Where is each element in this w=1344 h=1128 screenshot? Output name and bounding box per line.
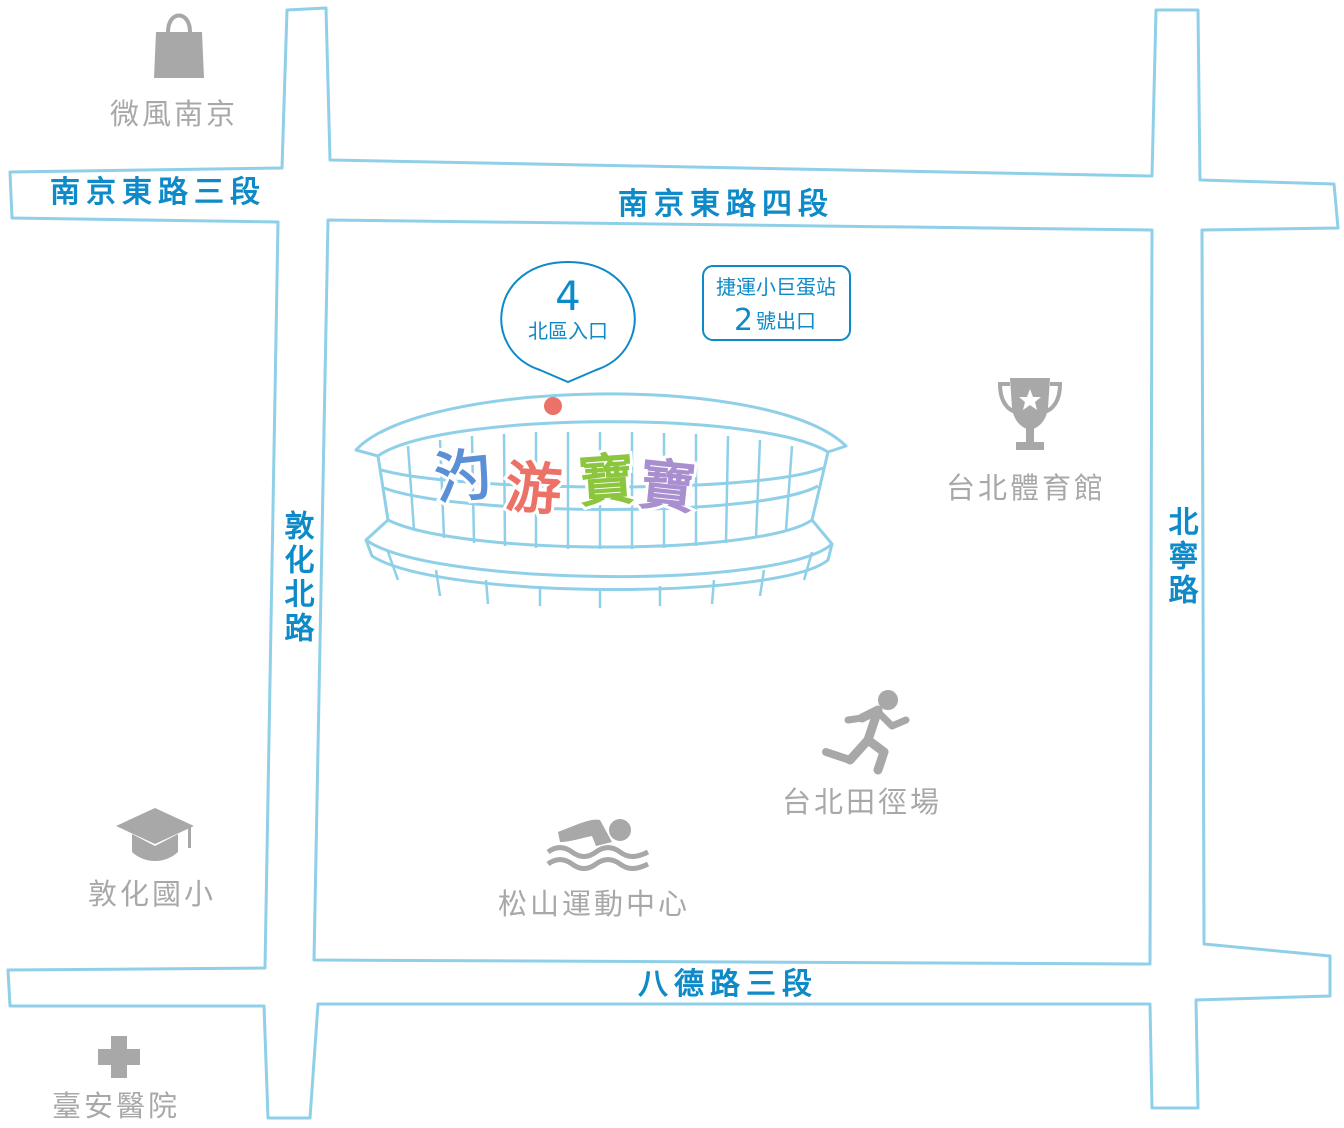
entrance-callout[interactable]: 4 北區入口 (500, 260, 636, 384)
road-label-nanjing-4: 南京東路四段 (618, 187, 834, 222)
poi-label-track: 台北田徑場 (782, 785, 942, 819)
brand-char-4: 寶 (636, 452, 698, 522)
poi-label-sports-center: 松山運動中心 (498, 887, 690, 921)
poi-label-gym: 台北體育館 (946, 471, 1106, 505)
road-label-dunhua-n: 敦化北路 (279, 509, 315, 646)
runner-icon (822, 690, 910, 775)
mrt-exit-frame (702, 265, 851, 341)
poi-label-school: 敦化國小 (88, 877, 216, 911)
entrance-label: 北區入口 (528, 319, 608, 343)
entrance-callout-bubble (500, 260, 636, 384)
entrance-marker-dot[interactable] (544, 397, 562, 415)
brand-char-1: 汋 (432, 442, 494, 512)
brand-char-2: 游 (503, 455, 563, 524)
brand-char-3: 寶 (576, 447, 636, 516)
swimmer-icon (546, 819, 650, 871)
central-block-outline (312, 218, 1154, 966)
mrt-exit-number: 2 (734, 303, 753, 338)
poi-label-shopping: 微風南京 (110, 97, 238, 131)
brand-logo: 汋 游 寶 寶 (429, 439, 702, 527)
road-label-bade-3: 八德路三段 (638, 967, 818, 1002)
trophy-icon (997, 378, 1063, 450)
outer-road-outline (6, 6, 1340, 1120)
shopping-bag-icon (154, 13, 204, 78)
poi-label-hospital: 臺安醫院 (52, 1089, 180, 1123)
road-outlines (6, 6, 1340, 1120)
road-label-nanjing-3: 南京東路三段 (50, 175, 266, 210)
entrance-number: 4 (555, 274, 580, 320)
mrt-station-label: 捷運小巨蛋站 (716, 275, 836, 299)
mrt-exit-label: 號出口 (756, 309, 816, 333)
road-label-beining: 北寧路 (1163, 506, 1199, 608)
graduation-cap-icon (116, 808, 194, 861)
mrt-exit-box[interactable]: 捷運小巨蛋站 2 號出口 (702, 265, 851, 341)
medical-cross-icon (98, 1036, 140, 1078)
arena-illustration (354, 392, 848, 608)
